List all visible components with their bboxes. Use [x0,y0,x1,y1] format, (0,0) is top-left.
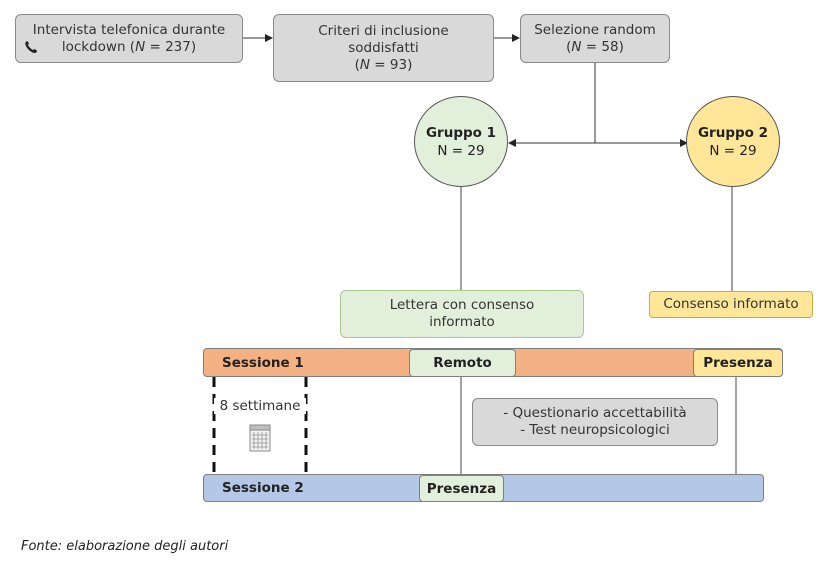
gruppo-2-count: N = 29 [709,142,757,159]
tests-box: - Questionario accettabilità - Test neur… [472,398,718,446]
tests-line2: - Test neuropsicologici [520,422,670,438]
session-1-label: Sessione 1 [222,354,304,371]
letter-line1: Lettera con consenso [389,297,535,313]
gruppo-2-title: Gruppo 2 [697,124,769,141]
calendar-icon [249,424,271,452]
phone-icon [24,40,38,54]
informed-consent-label: Consenso informato [663,296,799,312]
interview-box: Intervista telefonica durante lockdown (… [15,14,243,63]
session-1-remote-tag: Remoto [409,349,516,377]
criteria-line2: soddisfatti [348,39,419,56]
informed-consent-box: Consenso informato [649,291,813,318]
gruppo-1-count: N = 29 [437,142,485,159]
criteria-box: Criteri di inclusione soddisfatti (N = 9… [273,14,494,82]
letter-consent-box: Lettera con consenso informato [340,290,584,338]
gruppo-1-title: Gruppo 1 [425,124,497,141]
source-note: Fonte: elaborazione degli autori [21,539,229,554]
session-2-presence-tag: Presenza [419,475,504,502]
gruppo-1-circle: Gruppo 1 N = 29 [414,96,508,187]
random-selection-box: Selezione random (N = 58) [520,14,670,63]
criteria-line1: Criteri di inclusione [318,22,449,39]
session-1-presence-tag: Presenza [693,349,783,377]
letter-line2: informato [429,314,495,330]
random-line1: Selezione random [534,21,656,38]
interview-line1: Intervista telefonica durante [32,21,226,38]
gruppo-2-circle: Gruppo 2 N = 29 [686,96,780,187]
tests-line1: - Questionario accettabilità [503,405,687,421]
session-2-label: Sessione 2 [222,480,304,496]
interval-label: 8 settimane [214,398,306,414]
